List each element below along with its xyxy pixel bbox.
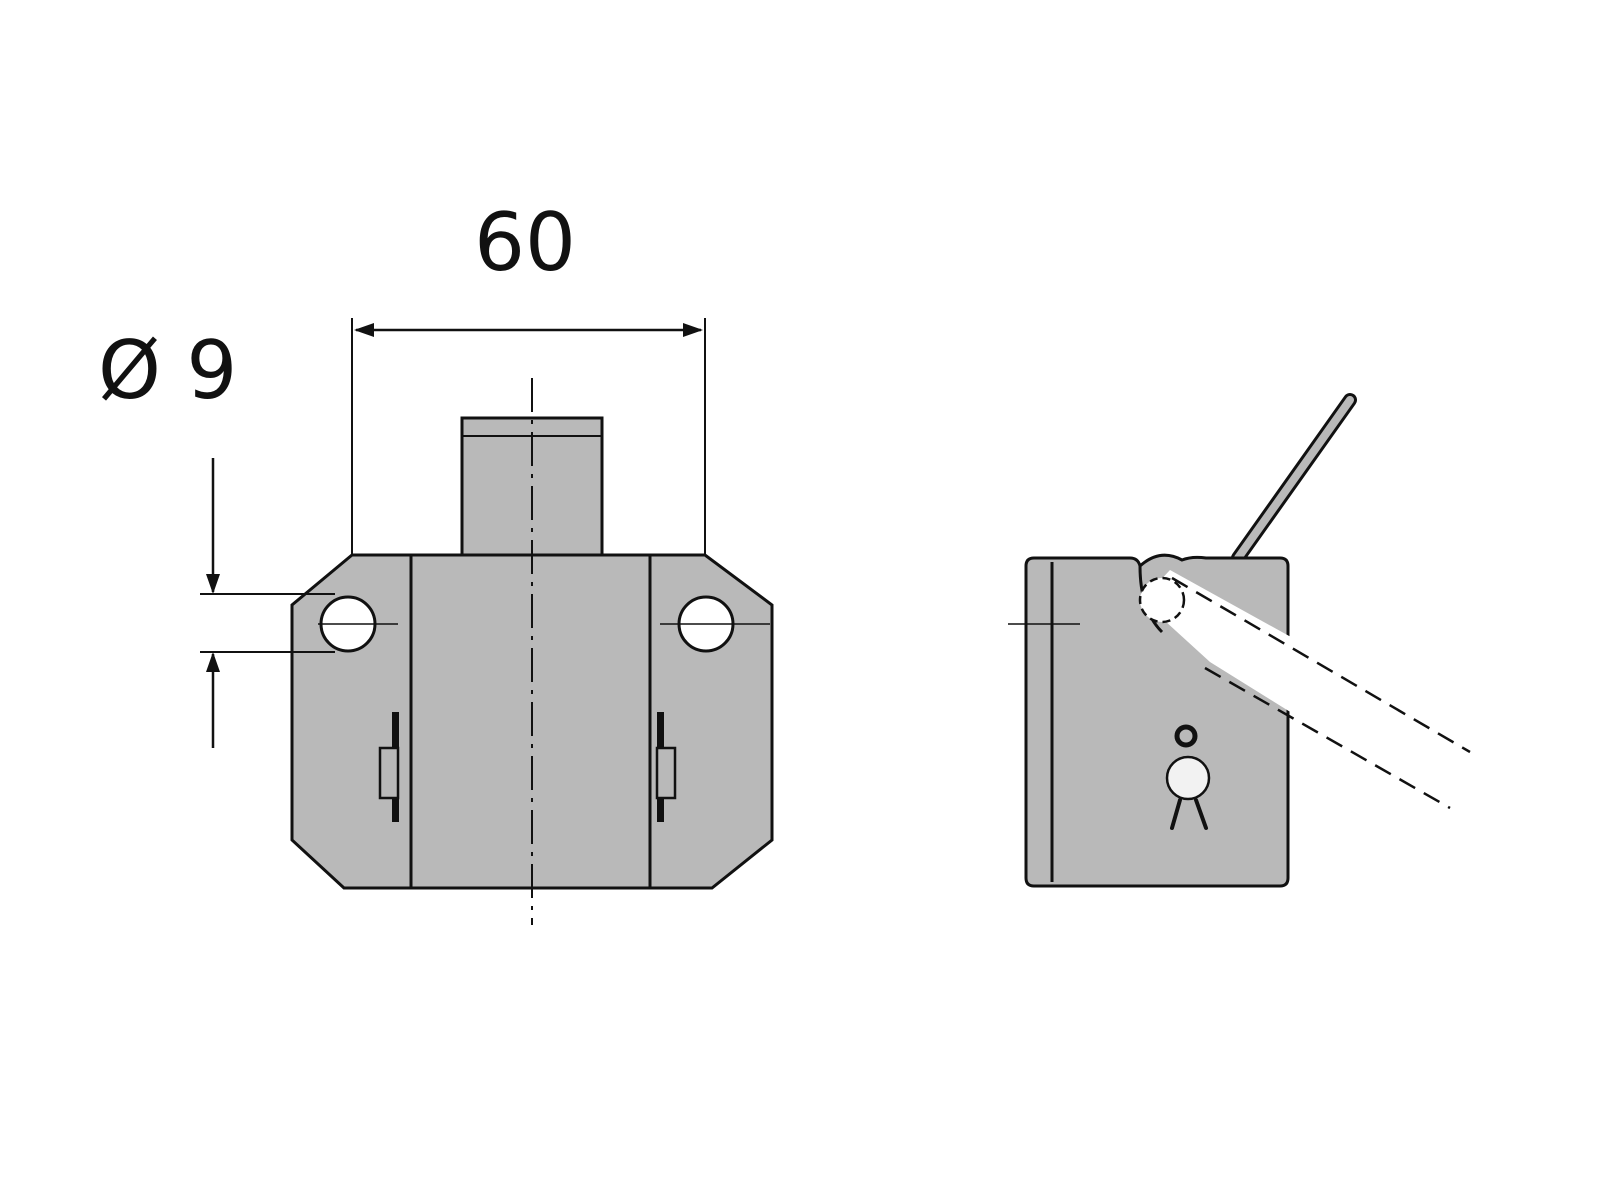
lever-rod-fill <box>1234 396 1354 562</box>
hole-dimension-label: Ø 9 <box>98 324 237 417</box>
door-dashed-line-top <box>1171 576 1471 754</box>
keyhole-knob-icon <box>1165 755 1211 801</box>
hole-dimension: Ø 9 <box>98 324 335 748</box>
keyhole-leg-left <box>1170 798 1182 830</box>
spring-clip-right <box>655 712 677 822</box>
width-dimension: 60 <box>351 196 706 555</box>
keyhole-icon <box>1174 724 1198 748</box>
spring-clip-left <box>378 712 400 822</box>
front-view <box>290 378 774 925</box>
door-dashed-line-bottom <box>1204 666 1451 810</box>
width-dimension-label: 60 <box>474 196 576 289</box>
side-view <box>1008 393 1471 888</box>
side-pivot <box>1138 576 1186 624</box>
keyhole-leg-right <box>1194 798 1208 830</box>
